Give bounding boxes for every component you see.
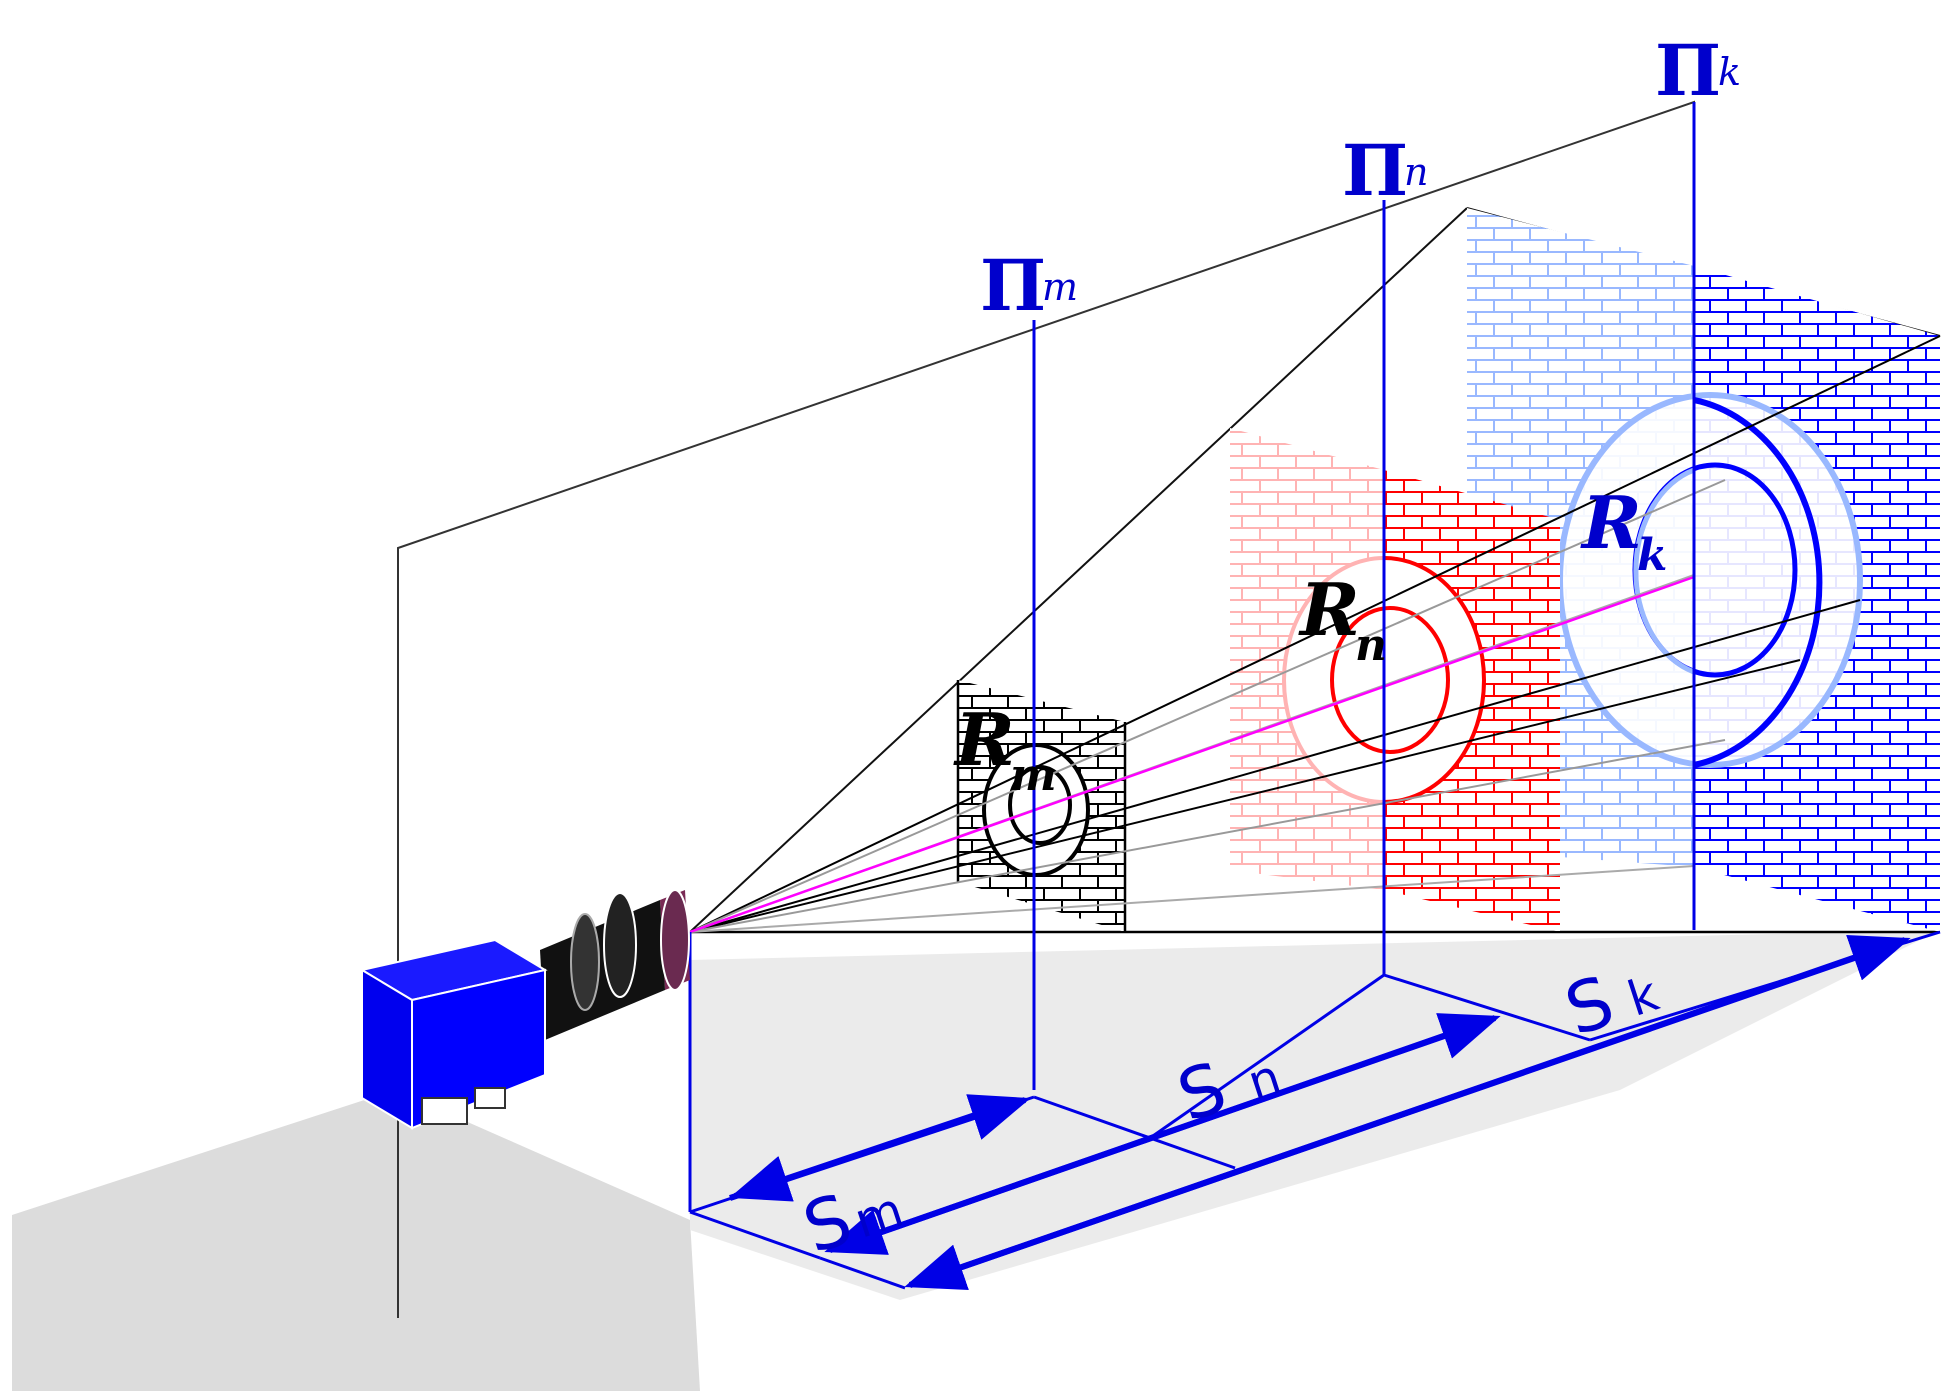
label-plane-n: Π n <box>1342 129 1428 212</box>
camera-rays <box>689 335 1941 934</box>
svg-text:m: m <box>1010 750 1057 801</box>
optical-axis <box>689 575 1695 934</box>
svg-text:k: k <box>1718 50 1741 94</box>
plane-lines <box>1032 102 1696 1090</box>
svg-text:R: R <box>953 697 1015 782</box>
arrow-sk-back <box>904 953 1861 1291</box>
brick-wall-icon <box>1230 428 1560 932</box>
label-target-m: R m <box>953 697 1057 801</box>
arrow-sm-back <box>729 1107 991 1202</box>
svg-text:n: n <box>1355 620 1387 671</box>
floor-plane <box>690 930 1940 1300</box>
arrow-sn-back <box>824 1031 1451 1255</box>
camera-icon <box>359 889 690 1130</box>
svg-text:R: R <box>1298 567 1360 652</box>
floor-shadow <box>12 1090 700 1391</box>
svg-text:Π: Π <box>1342 129 1408 212</box>
svg-text:Π: Π <box>980 244 1046 327</box>
svg-text:Π: Π <box>1655 29 1721 112</box>
distance-markers <box>688 930 1941 1291</box>
svg-text:k: k <box>1637 530 1668 581</box>
frustum-top-edge <box>689 207 1468 933</box>
label-plane-m: Π m <box>980 244 1078 327</box>
svg-text:m: m <box>1042 265 1078 309</box>
label-target-n: R n <box>1298 567 1387 671</box>
label-target-k: R k <box>1580 480 1668 581</box>
label-plane-k: Π k <box>1655 29 1741 112</box>
svg-text:R: R <box>1580 480 1642 565</box>
svg-text:n: n <box>1404 150 1428 194</box>
